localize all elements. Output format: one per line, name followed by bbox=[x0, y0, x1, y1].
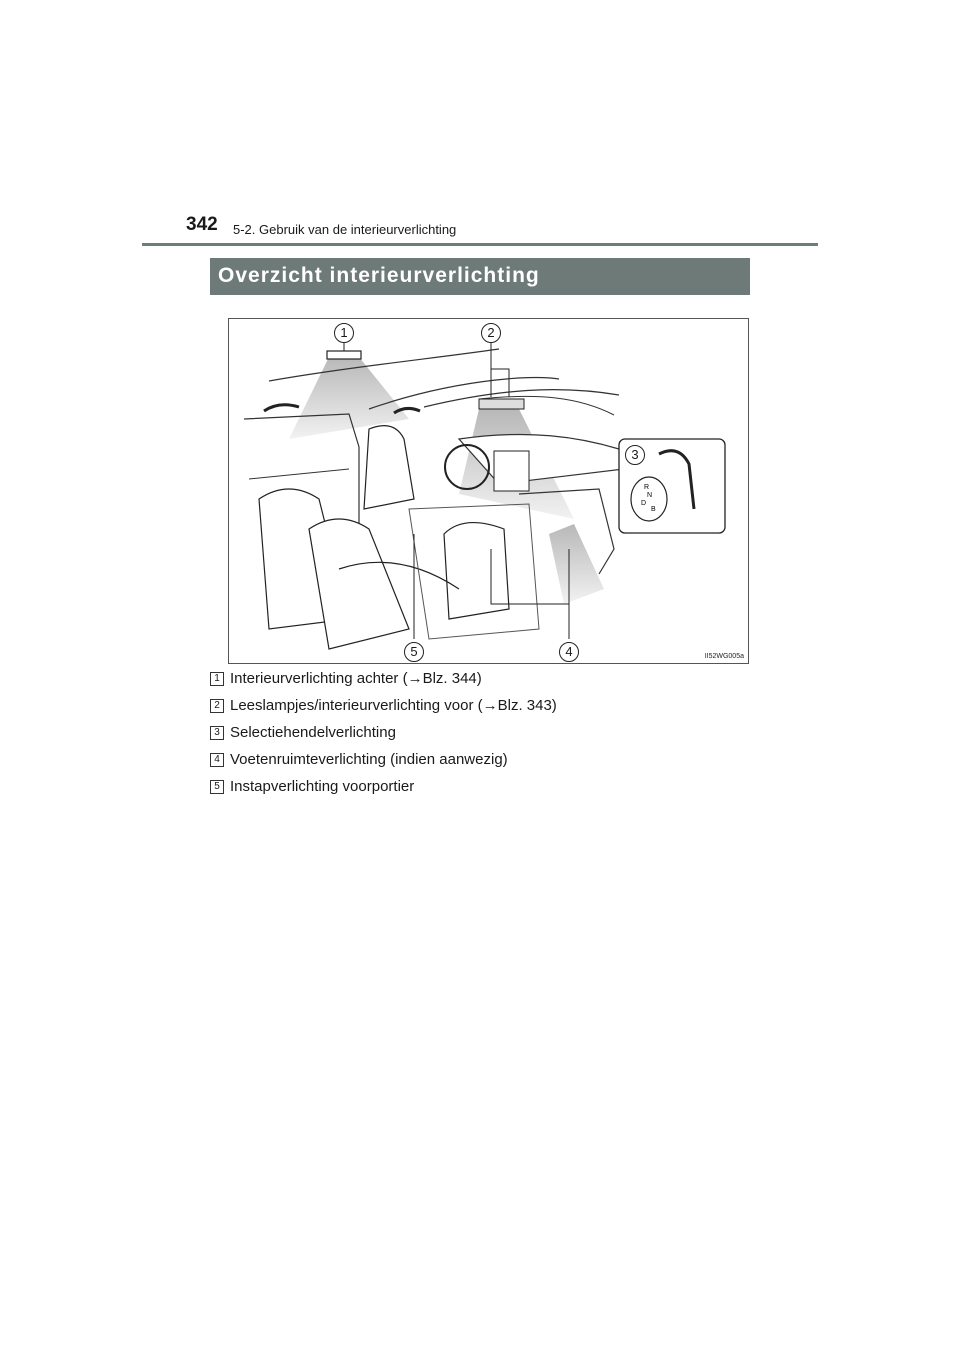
steering-wheel bbox=[444, 444, 490, 490]
callout-2: 2 bbox=[481, 323, 501, 343]
heading-band: Overzicht interieurverlichting bbox=[210, 258, 750, 295]
legend-item: 4 Voetenruimteverlichting (indien aanwez… bbox=[210, 751, 770, 778]
legend-number: 4 bbox=[210, 753, 224, 767]
legend-text: Leeslampjes/interieurverlichting voor (→… bbox=[230, 697, 557, 714]
car-interior-drawing: R N D B bbox=[243, 341, 726, 650]
rear-light-beam bbox=[289, 357, 409, 439]
rear-dome-lamp bbox=[326, 350, 362, 360]
legend-number: 1 bbox=[210, 672, 224, 686]
center-display bbox=[493, 450, 530, 492]
shift-letter-r: R bbox=[644, 484, 649, 491]
callout-3: 3 bbox=[625, 445, 645, 465]
legend-text: Voetenruimteverlichting (indien aanwezig… bbox=[230, 751, 508, 768]
legend-item: 5 Instapverlichting voorportier bbox=[210, 778, 770, 805]
page-number: 342 bbox=[186, 214, 218, 235]
callout-5: 5 bbox=[404, 642, 424, 662]
legend-number: 3 bbox=[210, 726, 224, 740]
legend-number: 5 bbox=[210, 780, 224, 794]
legend-text: Selectiehendelverlichting bbox=[230, 724, 396, 741]
shift-letter-b: B bbox=[651, 506, 656, 513]
front-console-lamp bbox=[478, 398, 525, 410]
figure-code: II52WG005a bbox=[704, 653, 744, 660]
shift-letter-d: D bbox=[641, 500, 646, 507]
callout-1: 1 bbox=[334, 323, 354, 343]
page-heading: Overzicht interieurverlichting bbox=[218, 264, 540, 287]
header-rule bbox=[142, 243, 818, 246]
legend-item: 1 Interieurverlichting achter (→Blz. 344… bbox=[210, 670, 770, 697]
interior-illustration: R N D B 1 2 3 4 5 II52WG005a bbox=[228, 318, 749, 664]
legend-text: Interieurverlichting achter (→Blz. 344) bbox=[230, 670, 482, 687]
legend-number: 2 bbox=[210, 699, 224, 713]
callout-4: 4 bbox=[559, 642, 579, 662]
legend-text: Instapverlichting voorportier bbox=[230, 778, 415, 795]
shift-letter-n: N bbox=[647, 492, 652, 499]
legend-list: 1 Interieurverlichting achter (→Blz. 344… bbox=[210, 670, 770, 805]
section-title: 5-2. Gebruik van de interieurverlichting bbox=[233, 222, 457, 237]
legend-item: 3 Selectiehendelverlichting bbox=[210, 724, 770, 751]
footwell-light-beam bbox=[549, 524, 604, 604]
legend-item: 2 Leeslampjes/interieurverlichting voor … bbox=[210, 697, 770, 724]
